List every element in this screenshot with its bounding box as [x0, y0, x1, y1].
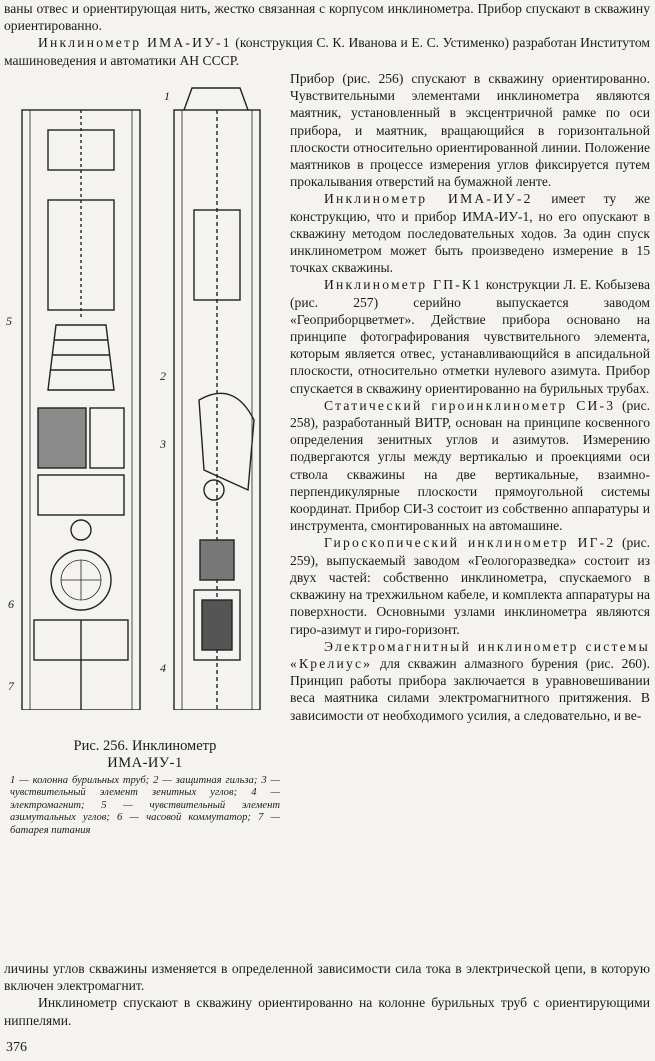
right-column: Прибор (рис. 256) спускают в скважину ор… [290, 70, 650, 724]
ima-iu1-title: Инклинометр ИМА-ИУ-1 [38, 35, 232, 51]
ig2-paragraph: Гироскопический инклинометр ИГ-2 (рис. 2… [290, 534, 650, 637]
caption-name: ИМА-ИУ-1 [107, 755, 183, 771]
ima-iu2-paragraph: Инклинометр ИМА-ИУ-2 имеет ту же констру… [290, 190, 650, 276]
si3-text: (рис. 258), разработанный ВИТР, основан … [290, 397, 650, 534]
pivot [203, 479, 225, 501]
lower-block [193, 589, 241, 661]
bottom-text-block: личины углов скважины изменяется в опред… [4, 960, 650, 1029]
ig2-text: (рис. 259), выпускаемый заводом «Геолого… [290, 535, 650, 637]
figure-caption: Рис. 256. Инклинометр ИМА-ИУ-1 1 — колон… [10, 738, 280, 837]
right-cap [183, 87, 249, 111]
ima-iu1-paragraph: Прибор (рис. 256) спускают в скважину ор… [290, 71, 650, 190]
left-top-block [47, 129, 115, 171]
last-paragraph: Инклинометр спускают в скважину ориентир… [4, 995, 650, 1028]
pendulum-cone [47, 324, 115, 391]
ima-iu2-text: имеет ту же конструкцию, что и прибор ИМ… [290, 191, 650, 276]
figure-labels: 1 2 3 4 5 6 7 [6, 89, 170, 693]
azimuth-block [199, 539, 235, 581]
figure-256: 1 2 3 4 5 6 7 [4, 70, 284, 710]
krelius-title: Электромагнитный инклинометр системы «Кр… [290, 638, 650, 671]
fig-label-5: 5 [6, 314, 12, 328]
gp-k1-text: конструкции Л. Е. Кобызева (рис. 257) се… [290, 277, 650, 396]
top-continuation: ваны отвес и ориентирующая нить, жестко … [4, 1, 650, 34]
ig2-title: Гироскопический инклинометр ИГ-2 [324, 535, 616, 551]
fig-label-1: 1 [164, 89, 170, 103]
top-text-block: ваны отвес и ориентирующая нить, жестко … [4, 0, 650, 69]
inclinometer-drawing: 1 2 3 4 5 6 7 [6, 87, 261, 710]
fig-label-3: 3 [159, 437, 166, 451]
ima-iu1-intro-paragraph: Инклинометр ИМА-ИУ-1 (конструкция С. К. … [4, 34, 650, 68]
bottom-continuation: личины углов скважины изменяется в опред… [4, 961, 650, 994]
middle-block [37, 474, 125, 516]
krelius-paragraph: Электромагнитный инклинометр системы «Кр… [290, 638, 650, 724]
ima-iu2-title: Инклинометр ИМА-ИУ-2 [324, 191, 533, 207]
page-number: 376 [6, 1040, 27, 1055]
small-dial [70, 519, 92, 541]
clock-commutator [50, 549, 112, 611]
electromagnet [37, 407, 87, 469]
gp-k1-title: Инклинометр ГП-К1 [324, 277, 483, 293]
left-shaft-block [47, 199, 115, 311]
fig-label-4: 4 [160, 661, 166, 675]
krelius-text: для скважин алмазного бурения (рис. 260)… [290, 655, 650, 723]
ima-iu1-intro: (конструкция С. К. Иванова и Е. С. Устим… [4, 35, 650, 68]
caption-legend: 1 — колонна бурильных труб; 2 — защитная… [10, 775, 280, 836]
fig-label-2: 2 [160, 369, 166, 383]
fig-label-7: 7 [8, 679, 15, 693]
si3-paragraph: Статический гироинклинометр СИ-3 (рис. 2… [290, 397, 650, 535]
zenith-sensing-element [198, 392, 255, 492]
gp-k1-paragraph: Инклинометр ГП-К1 конструкции Л. Е. Кобы… [290, 276, 650, 396]
caption-title: Рис. 256. Инклинометр [73, 738, 217, 754]
right-upper-block [193, 209, 241, 301]
lower-core [201, 599, 233, 651]
left-assembly [21, 109, 141, 710]
side-block [89, 407, 125, 469]
right-assembly [173, 87, 261, 710]
si3-title: Статический гироинклинометр СИ-3 [324, 397, 616, 413]
fig-label-6: 6 [8, 597, 14, 611]
